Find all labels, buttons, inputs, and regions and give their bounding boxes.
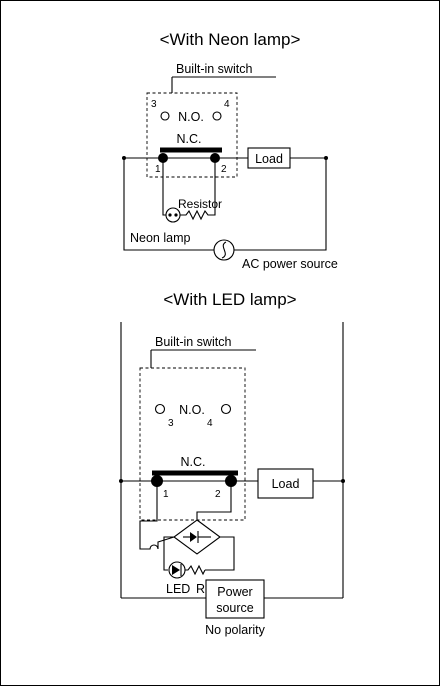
- led-switch-box: [139, 367, 246, 521]
- neon-terminal-4-label: 4: [224, 99, 230, 110]
- led-source-line1: Power: [217, 585, 252, 599]
- neon-ac-wave: [221, 241, 227, 259]
- neon-no-contact-3: [160, 111, 170, 121]
- led-lamp-diode: [172, 565, 180, 575]
- neon-branch-right-wire: [210, 158, 216, 216]
- led-node-right: [341, 479, 345, 483]
- neon-load-label: Load: [255, 152, 283, 166]
- neon-resistor-label: Resistor: [178, 197, 222, 211]
- led-lamp-diagram: <With LED lamp> Built-in switch 3 4 N.O.…: [119, 290, 345, 637]
- neon-terminal-3-label: 3: [151, 99, 157, 110]
- neon-no-contact-4: [212, 111, 222, 121]
- neon-lamp-electrode-a: [168, 213, 172, 217]
- led-branch-left-wire: [139, 481, 158, 550]
- led-terminal-2-label: 2: [215, 489, 221, 500]
- led-nc-label: N.C.: [181, 455, 206, 469]
- neon-terminal-2-label: 2: [221, 164, 227, 175]
- led-terminal-1-label: 1: [163, 489, 169, 500]
- neon-lamp-electrode-b: [174, 213, 178, 217]
- neon-ac-wire-right: [234, 158, 327, 251]
- led-resistor-symbol: [185, 564, 206, 576]
- led-no-contact-4: [220, 403, 232, 415]
- led-node-left: [119, 479, 123, 483]
- led-dc-wire-left: [163, 536, 174, 571]
- neon-switch-label: Built-in switch: [176, 62, 252, 76]
- neon-switch-box: [146, 92, 238, 178]
- led-load-label: Load: [272, 477, 300, 491]
- led-bridge-rectifier: [173, 519, 221, 555]
- led-terminal-4-label: 4: [207, 418, 213, 429]
- neon-branch-left-wire: [162, 158, 167, 216]
- neon-title: <With Neon lamp>: [160, 30, 301, 49]
- led-switch-label: Built-in switch: [155, 335, 231, 349]
- neon-terminal-1-label: 1: [155, 164, 161, 175]
- neon-resistor-symbol: [180, 209, 210, 221]
- neon-lamp-label: Neon lamp: [130, 231, 190, 245]
- led-source-line2: source: [216, 601, 254, 615]
- neon-source-label: AC power source: [242, 257, 338, 271]
- led-title: <With LED lamp>: [163, 290, 296, 309]
- led-branch-right-wire: [196, 481, 232, 520]
- led-power-source-box: [205, 579, 265, 619]
- neon-no-label: N.O.: [178, 110, 204, 124]
- led-load-box: [257, 468, 314, 499]
- led-terminal-3-label: 3: [168, 418, 174, 429]
- led-lamp-label: LED: [166, 582, 190, 596]
- led-dc-wire-right: [205, 536, 235, 571]
- led-no-label: N.O.: [179, 403, 205, 417]
- neon-nc-label: N.C.: [177, 132, 202, 146]
- led-jumper-arc: [148, 536, 175, 550]
- led-polarity-label: No polarity: [205, 623, 265, 637]
- neon-lamp-diagram: <With Neon lamp> Built-in switch 3 4 N.O…: [122, 30, 338, 271]
- neon-ac-wire-left: [123, 158, 214, 251]
- led-no-contact-3: [154, 403, 166, 415]
- led-bridge-diode-symbol: [190, 532, 197, 542]
